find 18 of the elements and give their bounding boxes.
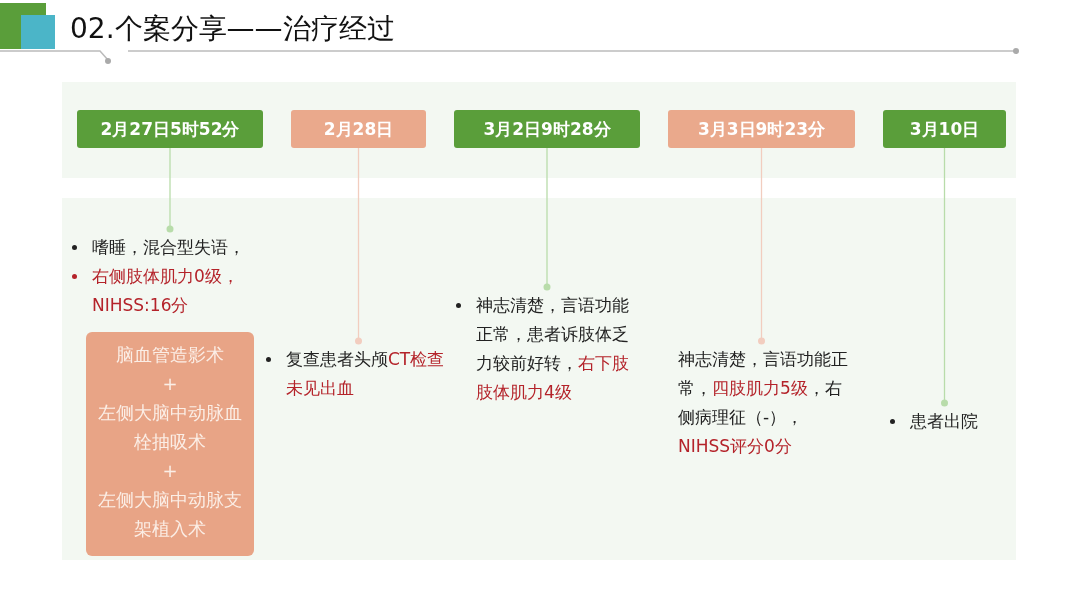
- bullet-text: 神志清楚，言语功能正常，患者诉肢体乏力较前好转，右下肢肢体肌力4级: [476, 295, 629, 402]
- procedure-box: 脑血管造影术 + 左侧大脑中动脉血栓抽吸术 + 左侧大脑中动脉支架植入术: [86, 332, 254, 556]
- bullet-text: 右侧肢体肌力0级，NIHSS:16分: [92, 266, 239, 315]
- bullet-text: 复查患者头颅CT检查未见出血: [286, 349, 445, 398]
- connector-line: [166, 147, 174, 233]
- date-box: 3月10日: [883, 110, 1006, 148]
- connector-line: [543, 147, 551, 291]
- note-text: 神志清楚，言语功能正常，四肢肌力5级，右侧病理征（-）， NIHSS评分0分: [678, 345, 854, 461]
- bullet-text: 嗜睡，混合型失语，: [92, 237, 245, 257]
- bullet-text: 患者出院: [910, 411, 978, 431]
- date-box: 2月27日5时52分: [77, 110, 263, 148]
- date-box: 2月28日: [291, 110, 426, 148]
- connector-line: [355, 147, 362, 345]
- connector-line: [758, 147, 765, 345]
- date-box: 3月2日9时28分: [454, 110, 640, 148]
- connector-line: [941, 147, 948, 407]
- slide-title: 02.个案分享——治疗经过: [70, 11, 395, 47]
- date-box: 3月3日9时23分: [668, 110, 855, 148]
